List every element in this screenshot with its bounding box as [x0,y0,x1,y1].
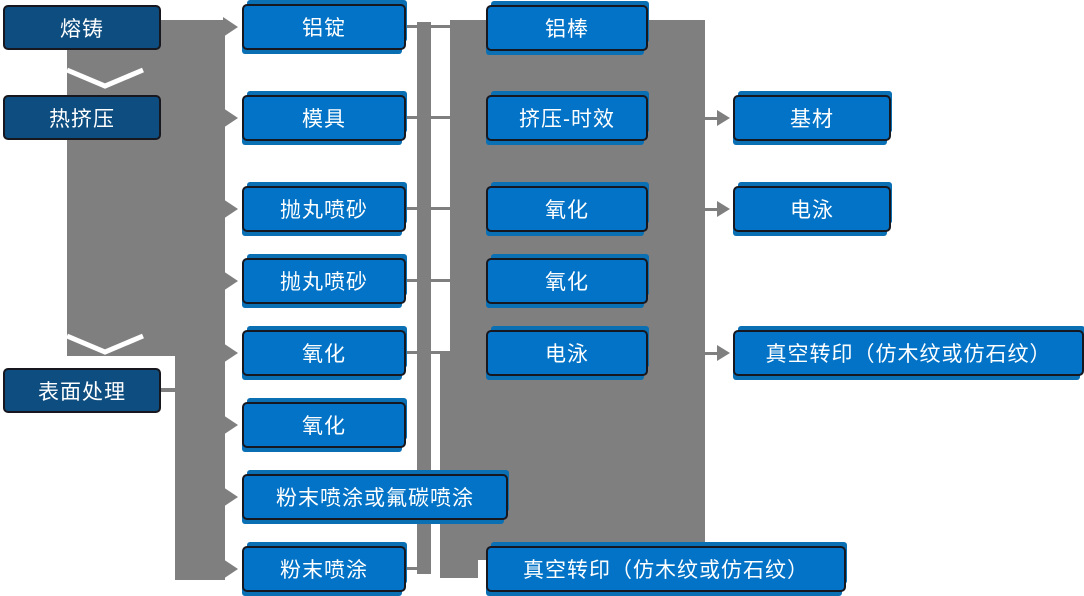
arrowhead-to-dianyong [717,201,730,217]
node-paowan-1: 抛丸喷砂 [242,186,406,232]
link-row3 [406,207,452,210]
node-lvding: 铝锭 [242,4,406,50]
arrowhead-to-yanghua-b [223,415,238,435]
link-row4 [406,279,452,282]
node-jiya-shixiao-label: 挤压-时效 [519,108,615,131]
node-dianyong-a-label: 电泳 [545,343,589,366]
node-fenmo: 粉末喷涂 [242,546,406,592]
node-dianyong-b-label: 电泳 [790,199,834,222]
node-zhenkong-bottom-label: 真空转印（仿木纹或仿石纹） [523,559,809,582]
node-lvbang-label: 铝棒 [545,18,589,41]
node-lvding-label: 铝锭 [302,17,346,40]
node-yanghua-d: 氧化 [486,258,648,304]
node-biaomianchuli: 表面处理 [3,368,161,413]
connector-surface-link [160,388,176,392]
node-muju: 模具 [242,95,406,141]
node-jicai: 基材 [733,95,891,141]
node-dianyong-b: 电泳 [733,186,891,232]
link-dianyong-zhenkong [705,352,719,355]
node-fenmo-fu: 粉末喷涂或氟碳喷涂 [242,474,508,520]
node-rejiya-label: 热挤压 [49,107,115,131]
link-row1 [406,25,452,28]
node-yanghua-d-label: 氧化 [545,271,589,294]
node-jicai-label: 基材 [790,108,834,131]
arrowhead-to-zhenkong [717,345,730,361]
arrowhead-to-paowan1 [223,199,238,219]
node-yanghua-c-label: 氧化 [545,199,589,222]
arrowhead-to-yanghua-a [223,343,238,363]
node-paowan-2: 抛丸喷砂 [242,258,406,304]
node-zhenkong-right: 真空转印（仿木纹或仿石纹） [733,330,1084,376]
link-yanghua-dianyong [705,208,719,211]
node-rongzhu-label: 熔铸 [60,17,104,41]
node-paowan-2-label: 抛丸喷砂 [280,271,368,294]
node-rejiya: 热挤压 [3,95,161,140]
arrowhead-to-fenmo-fu [223,487,238,507]
node-fenmo-fu-label: 粉末喷涂或氟碳喷涂 [276,487,474,510]
node-paowan-1-label: 抛丸喷砂 [280,199,368,222]
node-fenmo-label: 粉末喷涂 [280,559,368,582]
connector-mid-bar-a [417,22,431,574]
link-jiya-jicai [705,117,719,120]
node-jiya-shixiao: 挤压-时效 [486,95,648,141]
node-muju-label: 模具 [302,108,346,131]
arrowhead-to-muju [223,108,238,128]
arrowhead-to-paowan2 [223,271,238,291]
connector-lower-bar [175,356,225,580]
connector-left-mass [67,20,225,356]
node-yanghua-a: 氧化 [242,330,406,376]
node-yanghua-c: 氧化 [486,186,648,232]
arrowhead-to-jicai [717,110,730,126]
node-zhenkong-right-label: 真空转印（仿木纹或仿石纹） [765,343,1052,366]
node-lvbang: 铝棒 [486,5,648,51]
node-yanghua-a-label: 氧化 [302,343,346,366]
node-rongzhu: 熔铸 [3,5,161,50]
node-biaomianchuli-label: 表面处理 [38,380,126,404]
node-yanghua-b-label: 氧化 [302,415,346,438]
link-row5 [406,351,452,354]
link-row2 [406,116,452,119]
node-yanghua-b: 氧化 [242,402,406,448]
link-row8 [406,567,419,570]
node-zhenkong-bottom: 真空转印（仿木纹或仿石纹） [486,546,846,592]
arrowhead-to-fenmo [223,559,238,579]
arrowhead-to-lvding [223,17,238,37]
node-dianyong-a: 电泳 [486,330,648,376]
